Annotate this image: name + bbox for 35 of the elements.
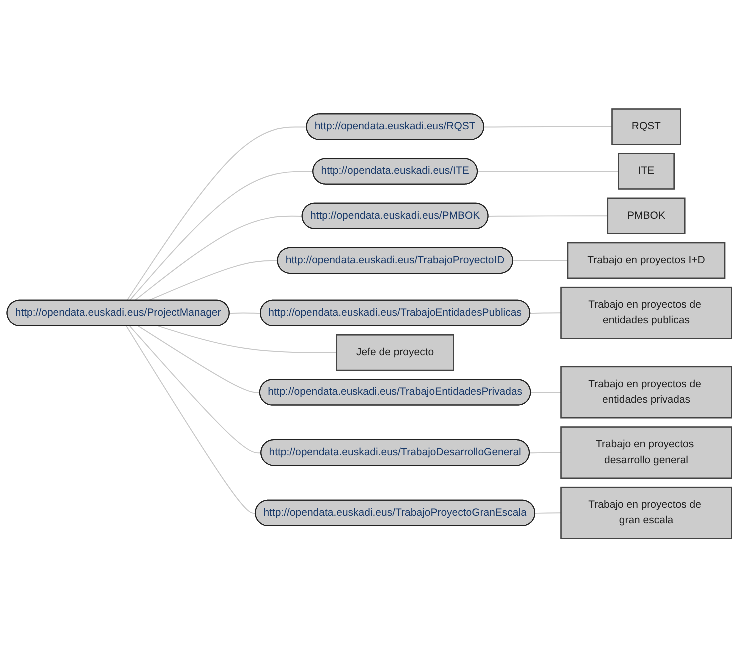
literal-box: RQST xyxy=(612,108,682,146)
literal-box: Trabajo en proyectos I+D xyxy=(567,242,726,280)
connector-line xyxy=(512,260,568,262)
connector-line xyxy=(148,260,279,302)
resource-node: http://opendata.euskadi.eus/TrabajoDesarrolloGeneral xyxy=(260,440,530,466)
connector-line xyxy=(134,216,304,302)
connector-line xyxy=(488,216,608,217)
resource-node: http://opendata.euskadi.eus/ITE xyxy=(312,158,478,185)
resource-node: http://opendata.euskadi.eus/TrabajoEntidadesPublicas xyxy=(260,300,531,326)
literal-box: Trabajo en proyectos desarrollo general xyxy=(560,426,732,480)
connector-line xyxy=(229,312,262,314)
literal-box: ITE xyxy=(618,153,675,190)
connector-line xyxy=(484,126,613,128)
connector-line xyxy=(130,326,262,454)
connector-line xyxy=(126,126,308,302)
connector-line xyxy=(158,326,338,354)
literal-box: Trabajo en proyectos de gran escala xyxy=(560,486,732,540)
literal-box: Trabajo en proyectos de entidades publicas xyxy=(560,286,732,340)
resource-node: http://opendata.euskadi.eus/RQST xyxy=(306,114,484,140)
connector-line xyxy=(529,452,562,454)
connector-line xyxy=(534,512,562,514)
connector-line xyxy=(138,326,261,394)
literal-box: Trabajo en proyectos de entidades privadas xyxy=(560,366,732,419)
connector-line xyxy=(477,171,620,172)
connector-line xyxy=(126,326,256,514)
connector-line xyxy=(129,171,314,302)
connector-line xyxy=(530,312,562,314)
resource-node: http://opendata.euskadi.eus/ProjectManager xyxy=(6,300,230,326)
resource-node: http://opendata.euskadi.eus/TrabajoProyectoID xyxy=(277,247,514,274)
resource-node: http://opendata.euskadi.eus/TrabajoProyectoGranEscala xyxy=(255,500,536,526)
literal-box: Jefe de proyecto xyxy=(336,334,454,372)
literal-box: PMBOK xyxy=(607,198,686,234)
resource-node: http://opendata.euskadi.eus/PMBOK xyxy=(302,202,489,230)
connector-line xyxy=(530,392,562,394)
resource-node: http://opendata.euskadi.eus/TrabajoEntidadesPrivadas xyxy=(259,379,532,406)
